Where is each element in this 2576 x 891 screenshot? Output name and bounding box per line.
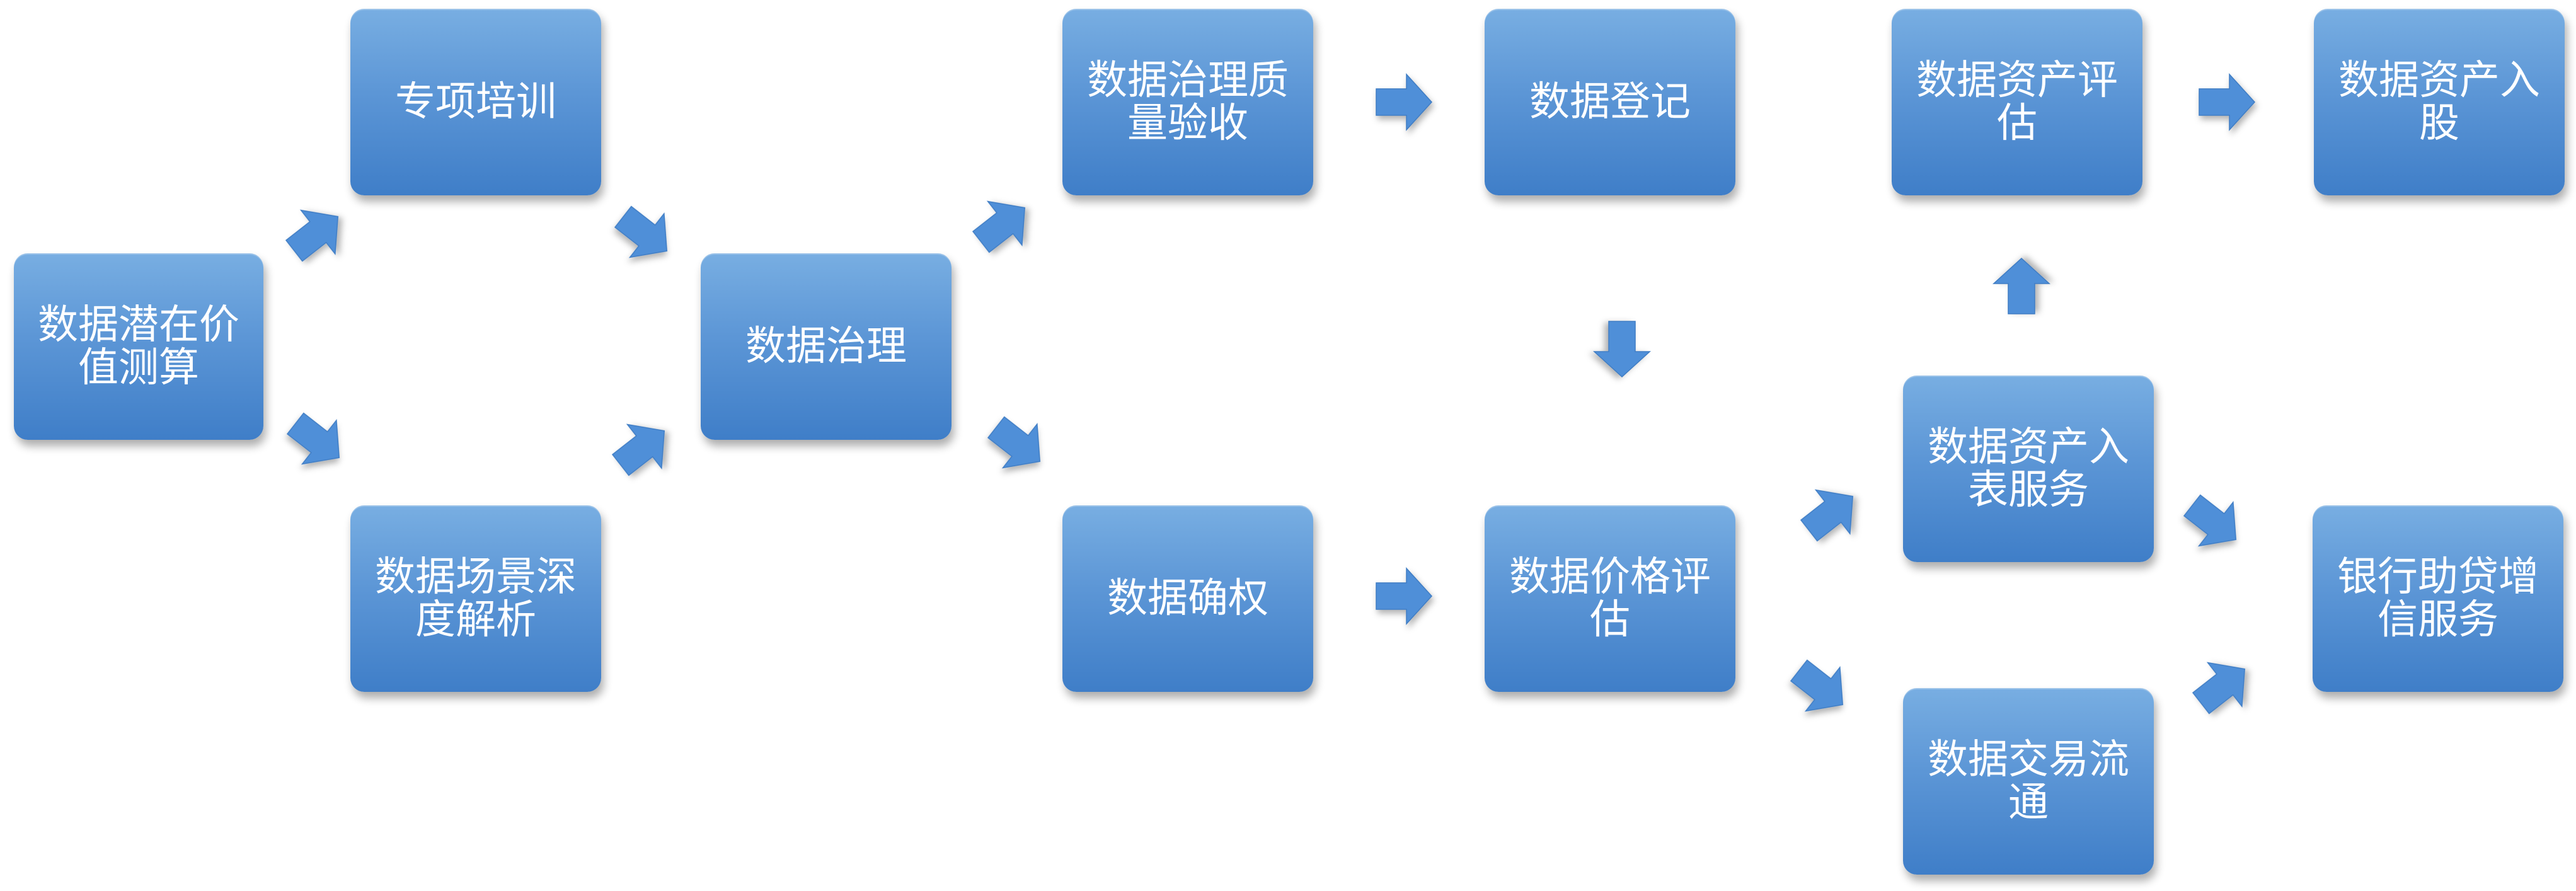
block-arrow-icon <box>1376 73 1433 131</box>
node-governance-quality-acceptance: 数据治理质量验收 <box>1062 9 1313 195</box>
node-data-trading-circulation: 数据交易流通 <box>1903 688 2154 875</box>
arrow-potential-to-training <box>285 209 339 262</box>
node-special-training: 专项培训 <box>350 9 601 195</box>
node-data-price-evaluation: 数据价格评估 <box>1485 505 1735 692</box>
block-arrow-icon <box>286 412 340 465</box>
arrow-training-to-governance <box>614 205 668 258</box>
arrow-booking-to-asset-eval <box>1992 257 2050 314</box>
node-data-registration: 数据登记 <box>1485 9 1735 195</box>
block-arrow-icon <box>1376 567 1433 625</box>
arrow-trading-to-bank <box>2192 662 2246 715</box>
arrow-asset-eval-to-investment <box>2199 73 2256 131</box>
arrow-rights-to-price <box>1376 567 1433 625</box>
block-arrow-icon <box>611 423 665 476</box>
arrow-booking-to-bank <box>2183 494 2237 547</box>
block-arrow-icon <box>1593 321 1651 378</box>
arrow-registration-to-price <box>1593 321 1651 378</box>
block-arrow-icon <box>1800 489 1854 542</box>
arrow-price-to-trading <box>1790 659 1844 712</box>
arrow-quality-to-registration <box>1376 73 1433 131</box>
block-arrow-icon <box>2183 494 2237 547</box>
node-data-governance: 数据治理 <box>701 253 952 440</box>
node-scenario-analysis: 数据场景深度解析 <box>350 505 601 692</box>
node-data-asset-investment: 数据资产入股 <box>2314 9 2565 195</box>
arrow-price-to-booking <box>1800 489 1854 542</box>
node-data-rights-confirmation: 数据确权 <box>1062 505 1313 692</box>
arrow-governance-to-quality <box>972 200 1026 253</box>
block-arrow-icon <box>2192 662 2246 715</box>
block-arrow-icon <box>285 209 339 262</box>
block-arrow-icon <box>987 416 1041 469</box>
block-arrow-icon <box>972 200 1026 253</box>
node-data-asset-booking-service: 数据资产入表服务 <box>1903 376 2154 562</box>
block-arrow-icon <box>1992 257 2050 314</box>
arrow-potential-to-scenario <box>286 412 340 465</box>
node-data-potential-value: 数据潜在价值测算 <box>14 253 263 440</box>
block-arrow-icon <box>614 205 668 258</box>
arrow-governance-to-rights <box>987 416 1041 469</box>
block-arrow-icon <box>1790 659 1844 712</box>
arrow-scenario-to-governance <box>611 423 665 476</box>
block-arrow-icon <box>2199 73 2256 131</box>
node-data-asset-evaluation: 数据资产评估 <box>1892 9 2142 195</box>
node-bank-credit-service: 银行助贷增信服务 <box>2313 505 2563 692</box>
